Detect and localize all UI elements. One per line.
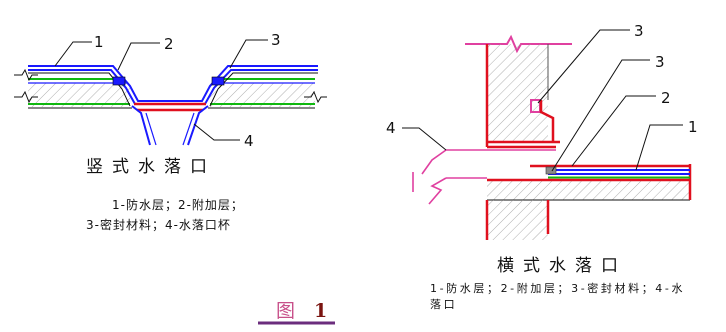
leader-4: [402, 127, 447, 151]
leader-1: [635, 124, 683, 171]
vertical-drain-title: 竖式水落口: [86, 157, 216, 177]
callout-3-slab: 3: [655, 53, 665, 71]
break-mark: [14, 68, 38, 82]
sealant-right: [211, 76, 225, 86]
horizontal-drain-legend-line-1: 1-防水层；2-附加层；3-密封材料；4-水: [430, 281, 685, 295]
drain-outlet: [421, 149, 556, 175]
horizontal-drain-title: 横式水落口: [497, 256, 627, 276]
callout-4: 4: [386, 119, 396, 137]
roof-slab: [487, 180, 690, 200]
leader-3: [229, 39, 268, 69]
vertical-drain-detail: 1 2 3 4 竖式水落口 1-防水层；2-附加层； 3-密封材料；4-水落口杯: [14, 31, 327, 232]
figure-caption-label: 图: [276, 300, 295, 322]
figure-caption: 图 1: [258, 300, 335, 325]
vertical-drain-legend-line-1: 1-防水层；2-附加层；: [112, 197, 244, 212]
vertical-drain-legend-line-2: 3-密封材料；4-水落口杯: [86, 217, 231, 232]
leader-2: [571, 95, 656, 167]
leader-1: [54, 41, 92, 67]
sealant-left: [112, 76, 126, 86]
waterproof-layer: [28, 65, 318, 102]
wall-flashing: [539, 100, 555, 143]
callout-4: 4: [244, 132, 254, 150]
leader-3-wall: [537, 29, 630, 104]
callout-2: 2: [164, 35, 174, 53]
drain-cup: [131, 105, 151, 146]
leader-4: [193, 123, 240, 141]
leader-2: [117, 42, 160, 71]
horizontal-drain-detail: 3 3 2 1 4 横式水落口 1-防水层；2-附加层；3-密封材料；4-水 落…: [386, 22, 698, 311]
horizontal-drain-legend-line-2: 落口: [430, 298, 457, 311]
parapet-wall: [487, 44, 548, 142]
leader-3-slab: [551, 59, 650, 172]
callout-2: 2: [661, 89, 671, 107]
sealant-slab: [545, 166, 557, 175]
lower-wall: [487, 200, 548, 240]
callout-1: 1: [94, 33, 104, 51]
callout-3: 3: [271, 31, 281, 49]
callout-1: 1: [688, 118, 698, 136]
callout-3-wall: 3: [634, 22, 644, 40]
figure-caption-number: 1: [314, 300, 327, 322]
